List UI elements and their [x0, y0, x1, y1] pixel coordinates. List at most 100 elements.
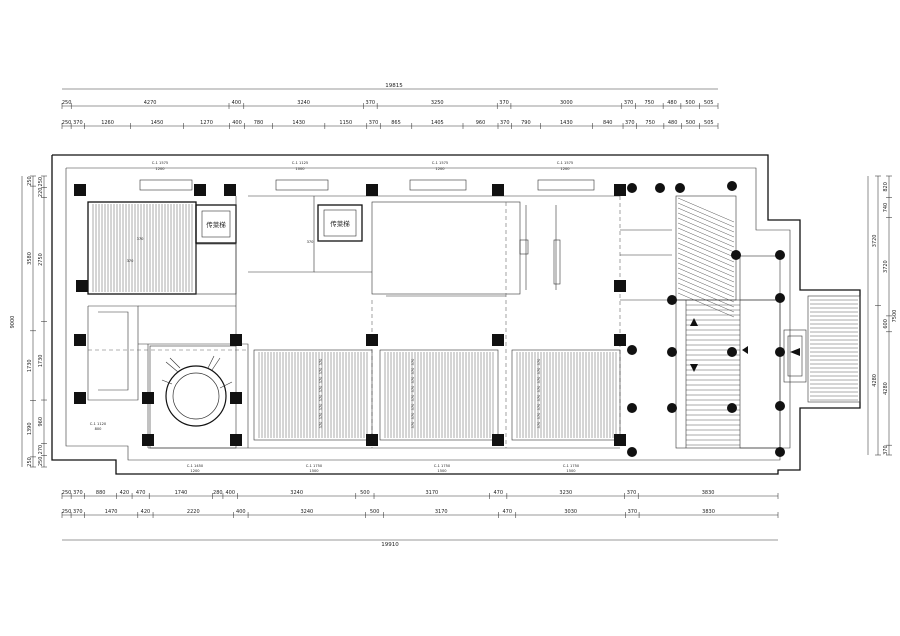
hatch-line [677, 227, 735, 253]
top-row2-label: 370 [500, 120, 510, 126]
column-square [614, 184, 626, 196]
top-row1-label: 370 [366, 100, 376, 106]
column-round [655, 183, 665, 193]
step-label: 370 [537, 421, 541, 429]
step-label: 370 [411, 412, 415, 420]
window-tag-4: C-1 1575 [557, 161, 573, 165]
hatch-line [677, 232, 735, 258]
hatch-line [677, 242, 735, 268]
left-mid-label: 3580 [27, 252, 33, 265]
top-row2-label: 1260 [101, 120, 114, 126]
bottom-row2-label: 3170 [435, 509, 448, 515]
column-square [366, 334, 378, 346]
right-stair-area [675, 195, 800, 449]
column-round [775, 250, 785, 260]
elevator-top: 传菜梯 [195, 204, 237, 244]
bottom-row1-label: 3830 [702, 490, 715, 496]
left-mid-label: 250 [27, 457, 33, 467]
left-inner-label: 220 [38, 188, 44, 198]
column-square [74, 184, 86, 196]
top-row1-label: 370 [624, 100, 634, 106]
hatch-line [677, 257, 735, 283]
right-mid-label: 3720 [872, 235, 878, 248]
bottom-row1-label: 420 [120, 490, 130, 496]
step-label: 370 [411, 376, 415, 384]
bottom-row1-label: 400 [225, 490, 235, 496]
elevator-top-label: 传菜梯 [206, 220, 226, 229]
hatch-line [677, 202, 735, 228]
top-row2-label: 370 [625, 120, 635, 126]
hatched-room-top-left: 370 370 [87, 201, 237, 295]
step-label: 370 [537, 394, 541, 402]
bottom-row1-label: 3240 [290, 490, 303, 496]
column-square [614, 280, 626, 292]
column-round [727, 181, 737, 191]
bwin-tag-5: C-1 1750 [563, 464, 580, 468]
top-row2-label: 1430 [292, 120, 305, 126]
top-row2-label: 505 [704, 120, 714, 126]
top-row1-label: 400 [232, 100, 242, 106]
step-label: 370 [319, 358, 323, 366]
bottom-row1-label: 3230 [559, 490, 572, 496]
top-row1-label: 500 [685, 100, 695, 106]
bottom-row1-label: 280 [213, 490, 223, 496]
column-square [74, 392, 86, 404]
hatch-line [677, 267, 735, 293]
column-square [230, 334, 242, 346]
top-row2-label: 1405 [431, 120, 444, 126]
window-sub-3: 1200 [435, 167, 445, 171]
hatch-line [677, 197, 735, 223]
left-mid-label: 250 [27, 176, 33, 186]
left-inner-label: 250 [38, 177, 44, 187]
elevator-mid-label: 传菜梯 [330, 219, 350, 228]
left-mid-label: 1390 [27, 422, 33, 435]
bottom-row1-label: 470 [494, 490, 504, 496]
bwin-tag-3: C-1 1750 [306, 464, 323, 468]
top-row2-label: 750 [645, 120, 655, 126]
right-inner-label: 4280 [883, 382, 889, 395]
window-sub-4: 1200 [560, 167, 570, 171]
top-row2-label: 370 [73, 120, 83, 126]
window-tag-3: C-1 1575 [432, 161, 448, 165]
top-row2-label: 500 [686, 120, 696, 126]
bottom-row1-label: 250 [62, 490, 72, 496]
hatch-line [677, 262, 735, 288]
top-row1-label: 4270 [144, 100, 157, 106]
hatch-line [677, 207, 735, 233]
top-row1-label: 750 [645, 100, 655, 106]
column-square [614, 434, 626, 446]
round-table [149, 345, 237, 449]
top-row2-label: 370 [369, 120, 379, 126]
top-windows: C-1 1575 1200 C-1 1125 1000 C-1 1575 120… [139, 161, 595, 191]
right-inner-label: 740 [883, 203, 889, 213]
column-square [492, 334, 504, 346]
step-label: 370 [319, 385, 323, 393]
top-overall-dim: 19815 [385, 83, 403, 89]
hatch-line [677, 222, 735, 248]
bwin-tag-1: C-1 1120 [90, 422, 107, 426]
column-round [627, 183, 637, 193]
step-label: 370 [537, 385, 541, 393]
step-label: 370 [537, 376, 541, 384]
bwin-sub-5: 1500 [566, 469, 576, 473]
right-inner-label: 3720 [883, 260, 889, 273]
column-round [667, 403, 677, 413]
bottom-row2-label: 370 [628, 509, 638, 515]
column-round [627, 345, 637, 355]
left-inner-label: 1730 [38, 355, 44, 368]
hatched-bay-3 [511, 349, 621, 441]
top-row2-label: 960 [476, 120, 486, 126]
right-inner-label: 600 [883, 319, 889, 329]
step-label: 370 [411, 403, 415, 411]
bottom-row2-label: 3030 [564, 509, 577, 515]
hatch-line [677, 212, 735, 238]
bottom-row2-label: 470 [502, 509, 512, 515]
hatch-line [677, 247, 735, 273]
bottom-row2-label: 370 [73, 509, 83, 515]
bottom-row2-label: 420 [141, 509, 151, 515]
column-square [230, 392, 242, 404]
right-overall-dim: 7500 [892, 310, 898, 323]
